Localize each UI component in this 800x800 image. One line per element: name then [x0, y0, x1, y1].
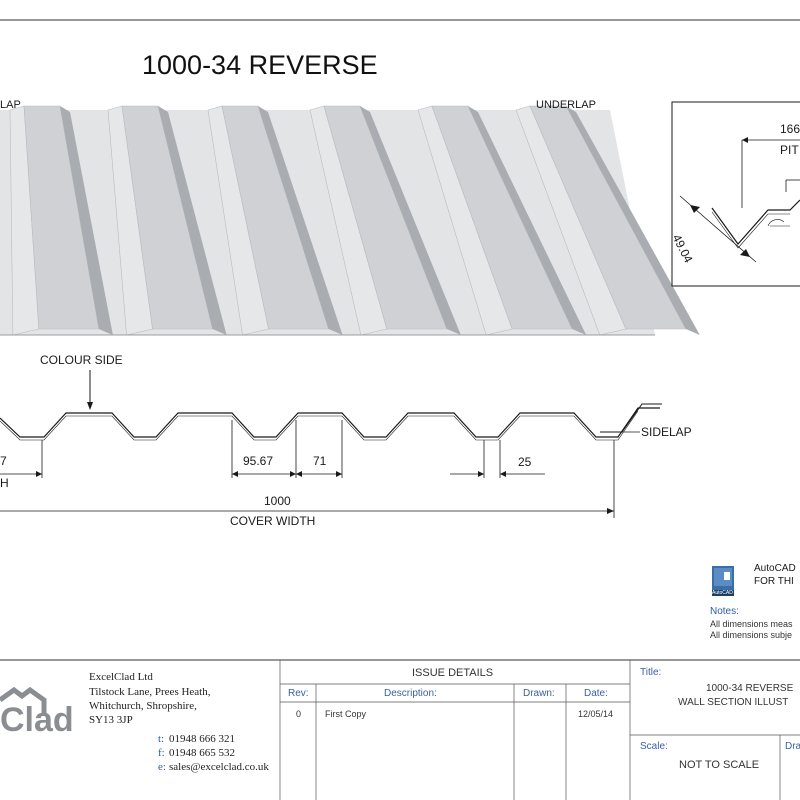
dimension-95-67: 95.67 [243, 454, 274, 468]
title-line-2: WALL SECTION ILLUST [678, 697, 789, 708]
pitch-value: 166 [780, 122, 800, 136]
drawn-label: Dra [785, 741, 800, 752]
dimension-lines [0, 420, 615, 518]
section-profile [0, 370, 662, 441]
rib-face-dark [158, 106, 227, 335]
row-date: 12/05/14 [578, 709, 614, 719]
dimension-left-value: 7 [0, 454, 7, 468]
sidelap-label: SIDELAP [641, 425, 692, 439]
title-line-1: 1000-34 REVERSE [706, 683, 794, 694]
note-2: All dimensions subje [710, 630, 793, 640]
scale-value: NOT TO SCALE [679, 759, 760, 771]
drawing-title: 1000-34 REVERSE [142, 50, 378, 80]
company-address-3: SY13 3JP [89, 714, 133, 726]
email-label: e: [158, 761, 166, 773]
title-block-grid [279, 660, 800, 800]
rib-face-dark [360, 106, 461, 335]
column-rev: Rev: [288, 688, 309, 699]
underlap-label: UNDERLAP [536, 99, 596, 111]
sheet-3d-illustration [0, 105, 700, 336]
rib-face-dark [60, 106, 113, 335]
autocad-badge-text: AutoCAD [712, 590, 733, 596]
note-1: All dimensions meas [710, 619, 793, 629]
dimension-71: 71 [313, 454, 327, 468]
pitch-detail-box [671, 101, 800, 287]
logo-text: Clad [0, 701, 74, 739]
scale-label: Scale: [640, 741, 668, 752]
company-logo-mark [0, 686, 47, 716]
autocad-logo-icon [712, 566, 734, 596]
rib-face-dark [258, 106, 343, 335]
rib-face-dark [468, 106, 587, 335]
issue-details-header: ISSUE DETAILS [412, 667, 494, 679]
autocad-line-2: FOR THI [754, 576, 794, 587]
dimension-left-label: H [0, 476, 9, 490]
column-drawn: Drawn: [523, 688, 555, 699]
cover-width-label: COVER WIDTH [230, 514, 316, 528]
phone-label: t: [158, 733, 165, 745]
autocad-line-1: AutoCAD [754, 563, 796, 574]
row-rev: 0 [296, 709, 302, 719]
dimension-25: 25 [518, 455, 532, 469]
column-description: Description: [384, 688, 437, 699]
company-name: ExcelClad Ltd [89, 671, 153, 683]
dimension-cover-value: 1000 [264, 494, 291, 508]
phone-value: 01948 666 321 [169, 733, 235, 745]
title-label: Title: [640, 667, 662, 678]
company-address-1: Tilstock Lane, Prees Heath, [89, 686, 211, 698]
company-address-2: Whitchurch, Shropshire, [89, 700, 197, 712]
notes-title: Notes: [710, 606, 739, 617]
row-description: First Copy [325, 709, 367, 719]
rib-face-dark [566, 106, 700, 335]
column-date: Date: [584, 688, 608, 699]
colour-side-label: COLOUR SIDE [40, 353, 123, 367]
fax-value: 01948 665 532 [169, 747, 235, 759]
pitch-label: PIT [780, 143, 799, 157]
email-value: sales@excelclad.co.uk [169, 761, 269, 773]
fax-label: f: [158, 747, 165, 759]
overlap-label: LAP [0, 99, 21, 111]
